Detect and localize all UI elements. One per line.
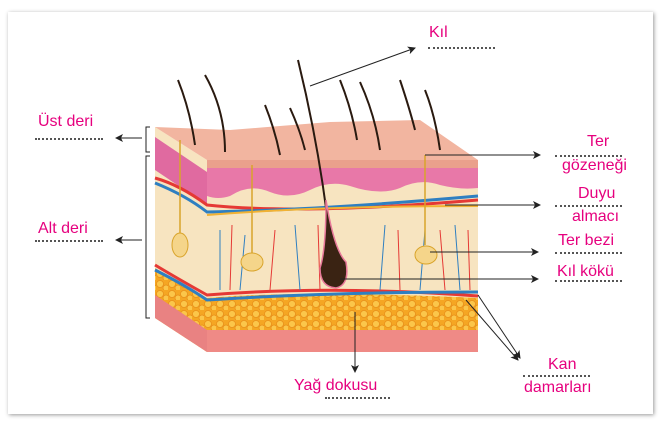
label-kil: Kıl: [429, 24, 448, 41]
dotted-line: [555, 280, 622, 282]
label-alt-deri: Alt deri: [38, 220, 88, 237]
label-ter-bezi: Ter bezi: [558, 232, 615, 249]
label-duyu-almaci-2: almacı: [572, 208, 620, 225]
skin-surface: [155, 120, 478, 160]
dotted-line: [555, 155, 622, 157]
dotted-line: [428, 47, 495, 49]
label-ter-gozenegi-1: Ter: [587, 133, 610, 150]
hair-root: [319, 199, 348, 289]
label-yag-dokusu: Yağ dokusu: [294, 377, 378, 394]
label-kil-koku: Kıl kökü: [557, 263, 614, 280]
label-kan-damarlari-1: Kan: [548, 356, 577, 373]
hairs: [177, 59, 441, 241]
dotted-line: [523, 375, 590, 377]
dotted-line: [555, 252, 622, 254]
label-kan-damarlari-2: damarları: [524, 379, 592, 396]
sweat-glands: [171, 140, 438, 272]
dotted-line: [35, 240, 103, 242]
label-duyu-almaci-1: Duyu: [578, 185, 616, 202]
label-ter-gozenegi-2: gözeneği: [562, 157, 627, 174]
pointer-arrows: [115, 46, 541, 373]
layer-brackets: [145, 126, 150, 319]
dotted-line: [35, 138, 103, 140]
label-ust-deri: Üst deri: [38, 113, 94, 130]
dotted-line: [555, 205, 622, 207]
dotted-line: [325, 397, 390, 399]
